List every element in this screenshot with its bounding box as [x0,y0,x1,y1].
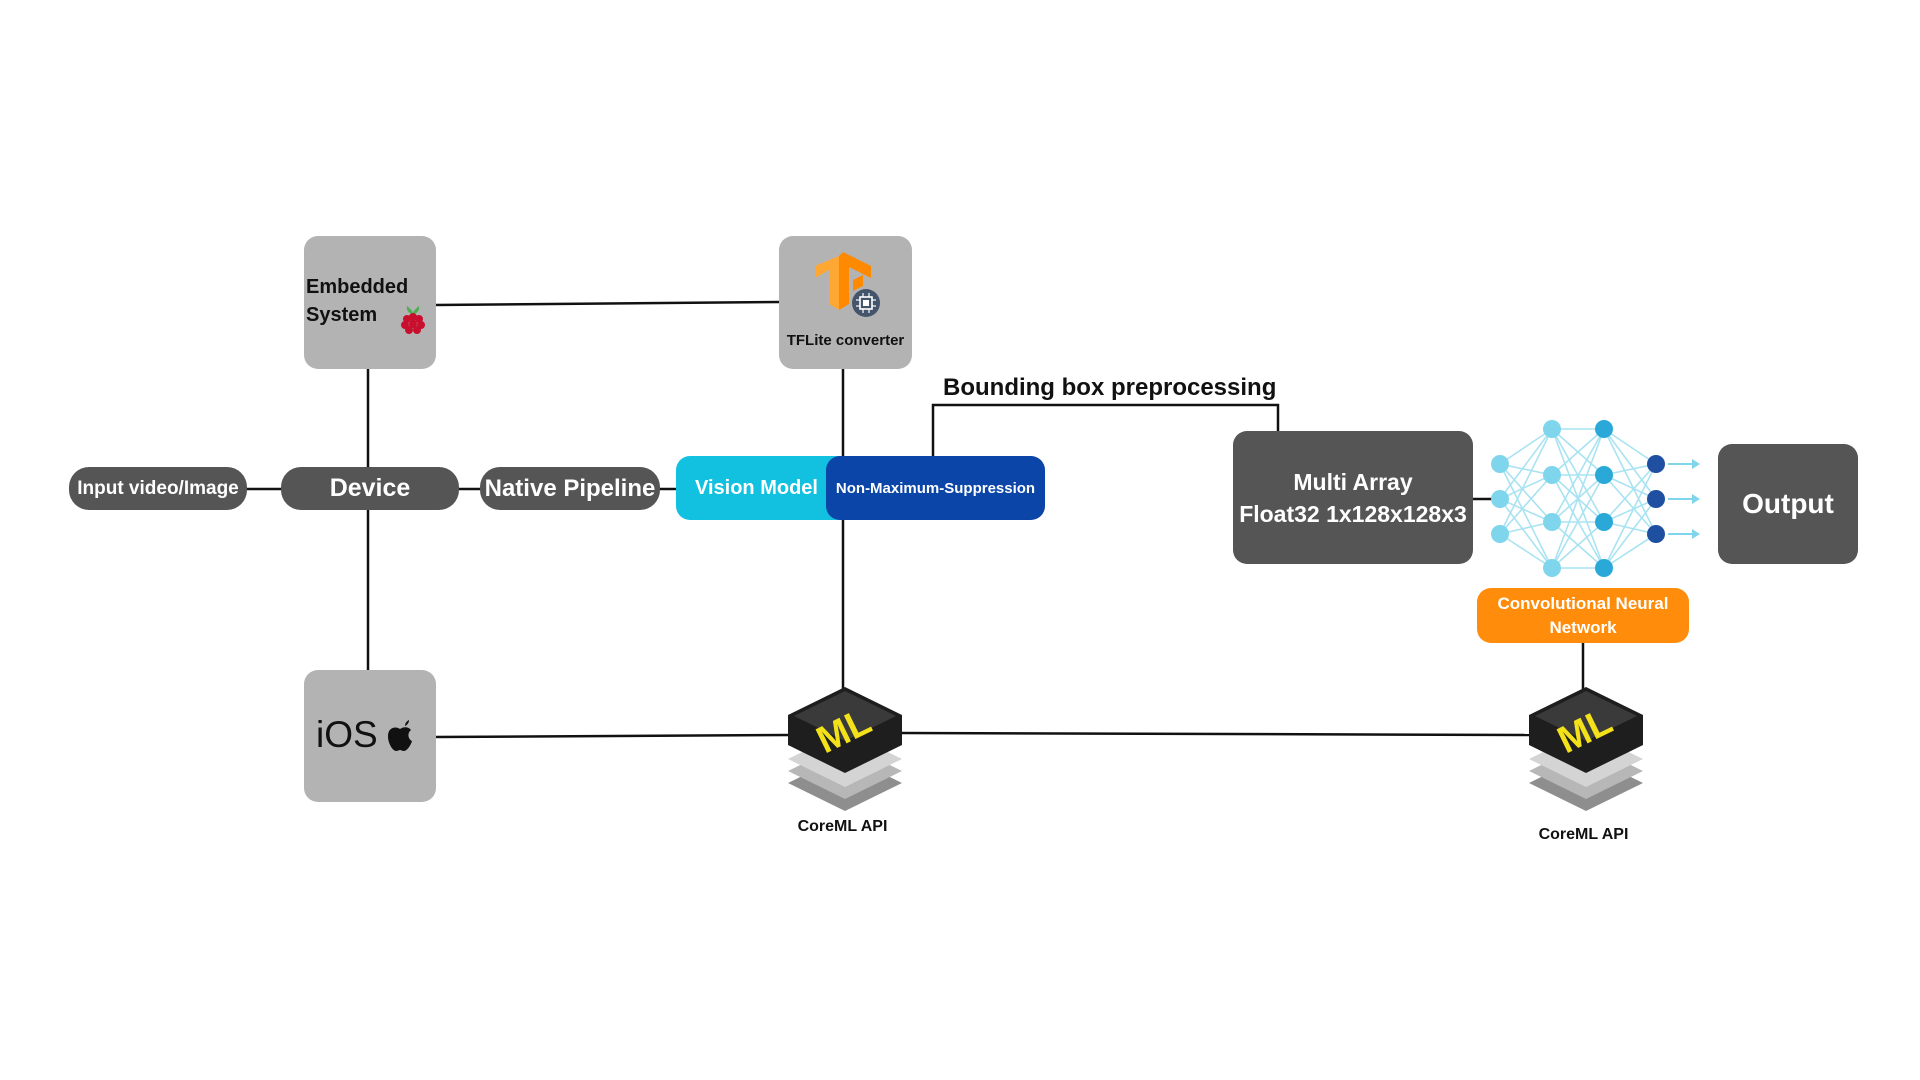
nn-edge [1499,474,1553,535]
input-label: Input video/Image [77,477,239,499]
nn-edge [1603,428,1657,465]
nn-edge [1603,428,1657,500]
multi-array-line-1: Multi Array [1293,468,1413,495]
nn-arrowhead [1692,529,1700,539]
multi-array-node: Multi Array Float32 1x128x128x3 [1233,431,1473,564]
nn-edge [1551,428,1605,569]
nn-node [1595,513,1613,531]
cnn-node: Convolutional Neural Network [1477,588,1689,643]
native-pipeline-label: Native Pipeline [484,474,656,502]
coreml-label-2: CoreML API [1538,826,1629,843]
nn-edge [1603,463,1657,569]
nn-node [1543,559,1561,577]
nn-edge [1499,498,1553,569]
nn-edge [1603,498,1657,569]
nn-node [1491,490,1509,508]
nn-edge [1603,533,1657,569]
nms-node: Non-Maximum-Suppression [826,456,1045,520]
nn-edge [1499,428,1553,500]
nn-node [1595,420,1613,438]
embedded-system-node: Embedded System [304,236,436,369]
raspberry-pi-icon [401,306,425,334]
nn-node [1647,490,1665,508]
tflite-label: TFLite converter [786,332,905,349]
nn-edge [1499,428,1553,535]
nn-node [1647,455,1665,473]
nn-node [1491,525,1509,543]
nn-edge [1603,463,1657,523]
nn-edge [1603,474,1657,500]
output-label: Output [1742,488,1834,519]
nn-edge [1499,463,1553,523]
nn-edge [1499,533,1553,569]
coreml-icon: ML [788,687,902,811]
nn-edge [1551,474,1605,569]
vision-model-label: Vision Model [695,476,818,499]
apple-icon [388,720,412,751]
nn-edge [1499,498,1553,523]
nn-arrowhead [1692,459,1700,469]
nn-edge [1499,428,1553,465]
nn-arrowhead [1692,494,1700,504]
device-label: Device [329,474,411,502]
chip-icon [852,289,880,317]
nn-node [1647,525,1665,543]
bounding-box-label: Bounding box preprocessing [943,374,1277,401]
nn-edge [1499,463,1553,569]
neural-network-icon [1491,420,1700,577]
nn-edge [1499,474,1553,500]
nn-node [1491,455,1509,473]
ios-label: iOS [316,714,378,755]
tensorflow-icon [815,252,871,310]
nn-edge [1603,428,1657,535]
nn-node [1543,513,1561,531]
device-node: Device [281,467,459,510]
nn-node [1595,559,1613,577]
coreml-icon: ML [1529,687,1643,811]
native-pipeline-node: Native Pipeline [480,467,660,510]
nms-label: Non-Maximum-Suppression [835,479,1036,497]
multi-array-line-2: Float32 1x128x128x3 [1239,500,1467,527]
nn-edge [1551,428,1605,476]
nn-node [1595,466,1613,484]
output-node: Output [1718,444,1858,564]
nn-node [1543,420,1561,438]
nn-edge [1551,521,1605,569]
nn-edge [1603,498,1657,523]
coreml-label-1: CoreML API [797,818,888,835]
cnn-line-2: Network [1549,617,1617,637]
nn-edge [1551,428,1605,523]
embedded-label-1: Embedded [306,276,409,298]
nn-edge [1603,474,1657,535]
nn-node [1543,466,1561,484]
ios-node: iOS [304,670,436,802]
tflite-converter-node: TFLite converter [779,236,912,369]
embedded-label-2: System [306,304,378,326]
cnn-line-1: Convolutional Neural [1497,593,1669,613]
input-node: Input video/Image [69,467,247,510]
